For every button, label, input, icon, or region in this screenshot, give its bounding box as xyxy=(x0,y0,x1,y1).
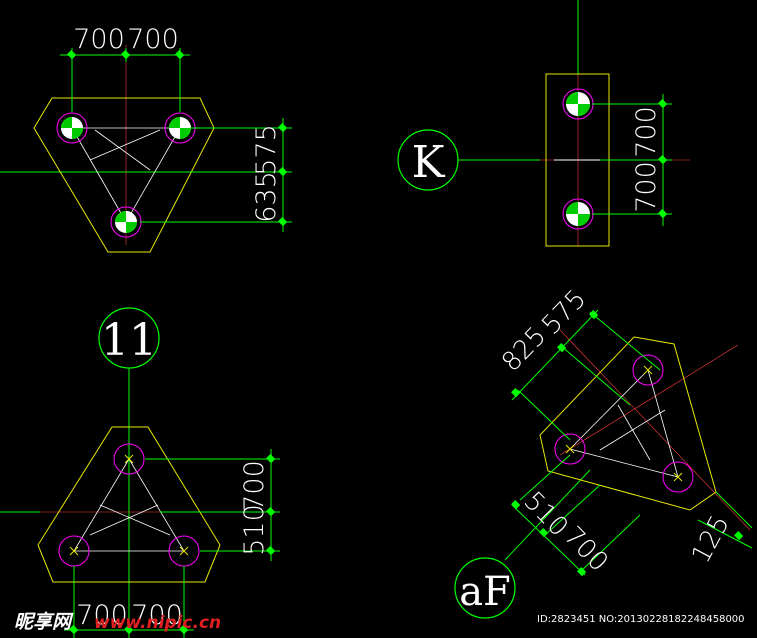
watermark-brand: 昵享网 xyxy=(14,611,74,633)
dimension-text: 575 xyxy=(251,124,282,176)
pile-symbol xyxy=(562,88,594,120)
watermark: 昵享网 www.nipic.cn ID:2823451 NO:201302281… xyxy=(14,611,745,633)
pile-symbol xyxy=(56,112,88,144)
axis-label: aF xyxy=(459,569,511,615)
pile-symbol xyxy=(562,198,594,230)
axis-bubble: aF xyxy=(454,557,516,619)
pile-cap-top-right: K 700 700 xyxy=(397,0,690,247)
pile-circle xyxy=(554,433,586,465)
dimension-text: 635 xyxy=(251,171,282,223)
axis-bubble: K xyxy=(397,129,459,191)
axis-bubble: 11 xyxy=(98,307,160,369)
axis-label: K xyxy=(412,137,446,188)
cap-outline xyxy=(33,97,215,253)
cap-outline xyxy=(37,426,221,583)
pile-cap-top-left: 700 700 635 575 xyxy=(0,24,292,253)
dimension-text: 700 xyxy=(131,600,183,631)
dimension-text: 700 xyxy=(76,600,128,631)
axis-label: 11 xyxy=(101,315,157,366)
dimension-text: 700 xyxy=(239,460,270,512)
dimension-text: 825 xyxy=(496,321,552,378)
watermark-id: ID:2823451 NO:20130228182248458000 xyxy=(537,614,745,625)
dimension-text: 700 xyxy=(631,106,662,158)
dimension-text: 700 xyxy=(631,161,662,213)
pile-cap-bottom-right: aF 825 575 510 700 xyxy=(454,284,753,619)
dimension-text: 510 xyxy=(239,504,270,556)
dimension-text: 575 xyxy=(536,284,592,341)
pile-circle xyxy=(632,354,664,386)
dimension-text: 700 xyxy=(558,521,614,578)
pile-circle xyxy=(113,443,145,475)
dimension-text: 700 xyxy=(127,24,179,55)
pile-cap-bottom-left: 11 510 700 700 700 xyxy=(0,307,280,638)
pile-symbol xyxy=(164,112,196,144)
cap-outline xyxy=(539,336,717,511)
watermark-site: www.nipic.cn xyxy=(94,613,221,633)
pile-circle xyxy=(662,461,694,493)
pile-symbol xyxy=(110,206,142,238)
dimension-text: 700 xyxy=(73,24,125,55)
dimension-text: 125 xyxy=(686,510,736,568)
